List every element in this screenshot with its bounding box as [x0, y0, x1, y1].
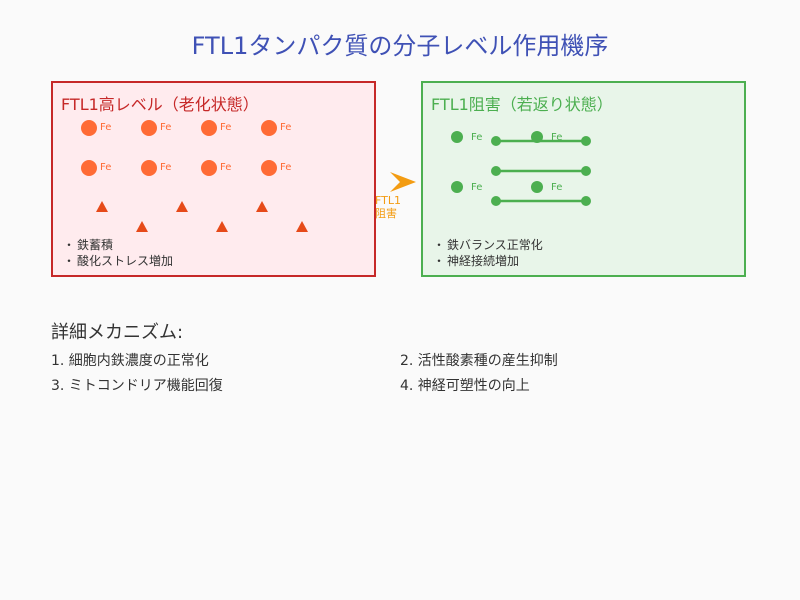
iron-particle: Fe — [451, 181, 482, 193]
rejuvenation-effect-item: ・鉄バランス正常化 — [433, 238, 543, 252]
iron-particle: Fe — [261, 160, 291, 176]
ros-triangle — [256, 201, 268, 212]
svg-text:Fe: Fe — [280, 162, 291, 173]
aging-panel-title: FTL1高レベル（老化状態） — [61, 95, 259, 114]
ros-triangle — [216, 221, 228, 232]
neural-connection — [491, 136, 591, 146]
ros-triangle — [296, 221, 308, 232]
neural-connection — [491, 196, 591, 206]
mechanism-item: 2. 活性酸素種の産生抑制 — [400, 353, 558, 369]
iron-particle: Fe — [531, 181, 562, 193]
mechanism-item: 1. 細胞内鉄濃度の正常化 — [51, 353, 209, 369]
arrow-label: FTL1 阻害 — [375, 194, 401, 220]
mechanism-item: 3. ミトコンドリア機能回復 — [51, 378, 223, 394]
iron-particle: Fe — [141, 160, 171, 176]
aging-state-panel: FTL1高レベル（老化状態） Fe Fe Fe Fe Fe — [51, 81, 376, 277]
rejuvenation-panel-title: FTL1阻害（若返り状態） — [431, 95, 613, 114]
iron-particle: Fe — [141, 120, 171, 136]
svg-text:Fe: Fe — [471, 182, 482, 193]
iron-particle: Fe — [261, 120, 291, 136]
arrow-icon — [390, 172, 416, 192]
svg-text:Fe: Fe — [471, 132, 482, 143]
rejuvenation-effects-list: ・鉄バランス正常化 ・神経接続増加 — [433, 237, 543, 269]
neural-connection — [491, 166, 591, 176]
svg-text:Fe: Fe — [100, 122, 111, 133]
mechanism-heading: 詳細メカニズム: — [51, 322, 184, 343]
rejuvenation-state-panel: FTL1阻害（若返り状態） Fe Fe Fe Fe — [421, 81, 746, 277]
iron-particle: Fe — [81, 120, 111, 136]
rejuvenation-marks: Fe Fe Fe Fe — [451, 131, 591, 206]
svg-text:Fe: Fe — [551, 182, 562, 193]
iron-particle: Fe — [201, 160, 231, 176]
inhibition-arrow — [388, 170, 420, 230]
svg-text:Fe: Fe — [160, 122, 171, 133]
ros-triangle — [176, 201, 188, 212]
page-title: FTL1タンパク質の分子レベル作用機序 — [191, 32, 609, 60]
rejuvenation-effect-item: ・神経接続増加 — [433, 254, 520, 268]
svg-text:Fe: Fe — [160, 162, 171, 173]
aging-effects-list: ・鉄蓄積 ・酸化ストレス増加 — [63, 237, 173, 269]
mechanism-item: 4. 神経可塑性の向上 — [400, 378, 530, 394]
aging-effect-item: ・酸化ストレス増加 — [63, 254, 174, 268]
ros-triangle — [96, 201, 108, 212]
svg-text:Fe: Fe — [220, 122, 231, 133]
svg-text:Fe: Fe — [551, 132, 562, 143]
ros-triangle — [136, 221, 148, 232]
iron-particle: Fe — [81, 160, 111, 176]
aging-marks: Fe Fe Fe Fe Fe Fe — [81, 120, 308, 232]
svg-text:Fe: Fe — [100, 162, 111, 173]
mechanism-list: 1. 細胞内鉄濃度の正常化 2. 活性酸素種の産生抑制 3. ミトコンドリア機能… — [51, 352, 751, 396]
aging-effect-item: ・鉄蓄積 — [63, 238, 114, 252]
iron-particle: Fe — [201, 120, 231, 136]
svg-text:Fe: Fe — [220, 162, 231, 173]
iron-particle: Fe — [451, 131, 482, 143]
svg-text:Fe: Fe — [280, 122, 291, 133]
